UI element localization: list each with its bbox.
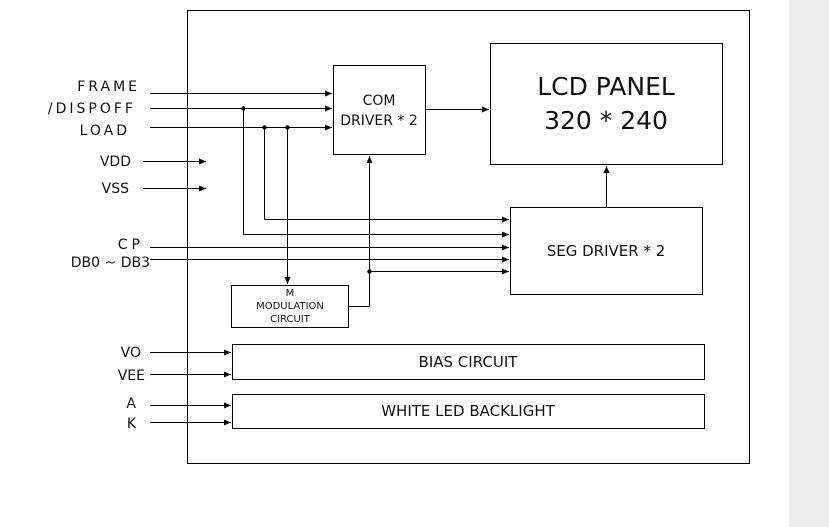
input-vo-label: VO	[121, 345, 141, 361]
white-led-backlight-block	[232, 394, 705, 429]
modulation-label-3: CIRCUIT	[270, 314, 311, 325]
input-db-label: DB0 ~ DB3	[71, 255, 150, 271]
junction-dot-load-2	[285, 125, 290, 130]
white-led-backlight-label: WHITE LED BACKLIGHT	[381, 402, 555, 420]
module-frame	[187, 10, 750, 464]
input-load-label: LOAD	[80, 123, 130, 139]
modulation-label-1: M	[286, 288, 295, 299]
input-a-label: A	[126, 396, 136, 412]
scrollbar[interactable]	[789, 0, 829, 527]
junction-dot-mod	[367, 269, 372, 274]
input-cp-label: CP	[118, 237, 144, 253]
bias-circuit-label: BIAS CIRCUIT	[419, 353, 519, 371]
modulation-label-2: MODULATION	[256, 301, 324, 312]
junction-dot-dispoff	[241, 106, 246, 111]
com-driver-label-2: DRIVER * 2	[340, 113, 418, 129]
input-vss-label: VSS	[102, 181, 129, 197]
lcd-panel-block	[490, 43, 723, 165]
input-vdd-label: VDD	[100, 154, 131, 170]
bias-circuit-block	[232, 344, 705, 380]
junction-dot-load-1	[262, 125, 267, 130]
input-k-label: K	[127, 416, 137, 432]
seg-driver-block	[510, 207, 703, 295]
junction-dots	[241, 106, 372, 274]
wires	[143, 90, 610, 426]
com-driver-label-1: COM	[363, 93, 396, 109]
input-frame-label: FRAME	[77, 79, 140, 95]
input-dispoff-label: /DISPOFF	[48, 101, 136, 117]
lcd-panel-title: LCD PANEL	[537, 72, 675, 101]
seg-driver-label: SEG DRIVER * 2	[547, 242, 666, 260]
com-driver-block	[333, 65, 426, 155]
lcd-panel-resolution: 320 * 240	[544, 106, 668, 135]
input-vee-label: VEE	[118, 368, 145, 384]
